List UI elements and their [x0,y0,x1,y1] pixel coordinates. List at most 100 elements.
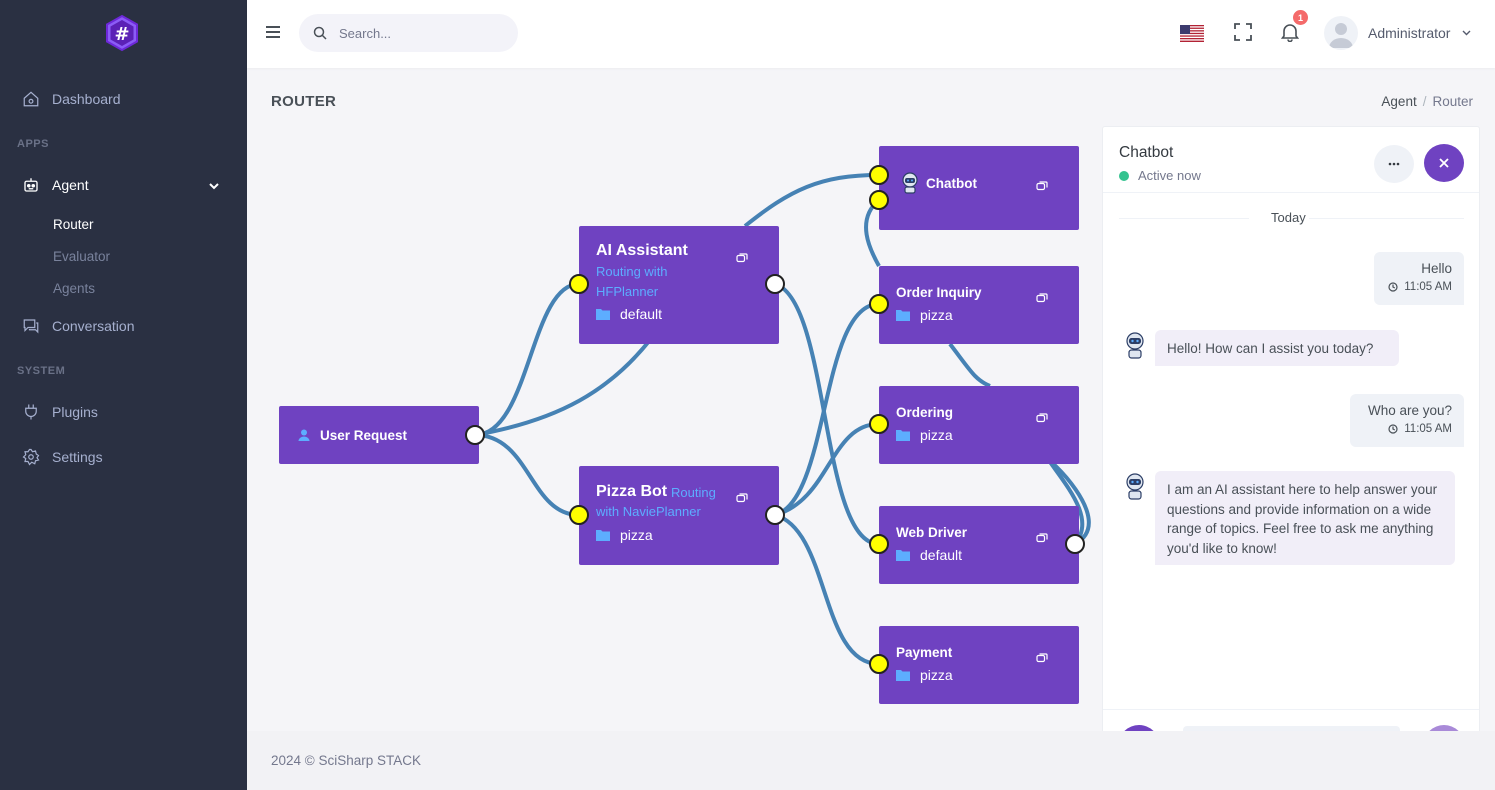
chat-status-text: Active now [1138,168,1201,183]
chat-message-user: Hello 11:05 AM [1374,252,1464,305]
input-port[interactable] [569,274,589,294]
node-tag: pizza [596,527,653,543]
page-title: ROUTER [271,93,337,110]
chat-title: Chatbot [1119,144,1174,161]
flow-node-ai-assistant[interactable]: AI Assistant Routing with HFPlanner defa… [579,226,779,344]
flow-node-order-inquiry[interactable]: Order Inquiry pizza [879,266,1079,344]
breadcrumb-item[interactable]: Agent [1381,94,1417,109]
flow-node-web-driver[interactable]: Web Driver default [879,506,1079,584]
edge-pizza-bot-to-payment [774,513,880,666]
breadcrumb-separator: / [1422,94,1427,109]
sidebar-subitem-router[interactable]: Router [53,217,94,232]
close-icon [1439,158,1449,168]
flow-node-payment[interactable]: Payment pizza [879,626,1079,704]
copy-icon[interactable] [1036,292,1048,304]
node-tag-label: pizza [620,527,653,543]
input-port[interactable] [869,190,889,210]
output-port[interactable] [765,274,785,294]
copy-icon[interactable] [1036,180,1048,192]
sidebar-item-label: Agent [52,177,89,193]
folder-icon [896,670,910,681]
message-text: Who are you? [1367,403,1452,418]
edge-ai-assistant-to-chatbot [743,173,880,228]
user-name[interactable]: Administrator [1368,25,1451,41]
folder-icon [896,310,910,321]
close-chat-button[interactable] [1424,144,1464,182]
node-tag: pizza [896,667,953,683]
sidebar-item-settings[interactable]: Settings [22,448,103,466]
divider [1103,192,1479,193]
fullscreen-icon[interactable] [1234,23,1252,41]
plug-icon [25,404,37,420]
copyright-text: 2024 © SciSharp STACK [271,753,422,768]
input-port[interactable] [569,505,589,525]
app-logo-icon[interactable]: # [103,14,141,52]
node-tag: pizza [896,307,953,323]
input-port[interactable] [869,294,889,314]
divider [1119,218,1249,219]
edge-user-to-pizza-bot [474,433,580,517]
sidebar-item-dashboard[interactable]: Dashboard [22,90,121,108]
divider [1103,709,1479,710]
node-title: AI Assistant [596,242,688,259]
input-port[interactable] [869,414,889,434]
folder-icon [596,530,610,541]
flow-node-chatbot[interactable]: Chatbot [879,146,1079,230]
node-title: Pizza Bot [596,483,668,500]
input-port[interactable] [869,654,889,674]
edge-ai-assistant-to-web-driver [774,282,880,546]
copy-icon[interactable] [1036,652,1048,664]
node-title: Chatbot [926,176,977,191]
sidebar-subitem-agents[interactable]: Agents [53,281,96,296]
output-port[interactable] [1065,534,1085,554]
avatar[interactable] [1324,16,1358,50]
edge-pizza-bot-to-order-inquiry [774,302,880,517]
sidebar-item-label: Plugins [52,404,98,420]
search-box [299,14,518,52]
hamburger-menu-icon[interactable] [265,24,281,40]
folder-icon [896,550,910,561]
message-time: 11:05 AM [1362,423,1452,435]
node-title: Payment [896,645,953,660]
flow-node-ordering[interactable]: Ordering pizza [879,386,1079,464]
sidebar-item-plugins[interactable]: Plugins [22,403,98,421]
footer: 2024 © SciSharp STACK [247,731,1495,790]
node-tag-label: pizza [920,667,953,683]
node-tag-label: default [920,547,963,563]
edge-pizza-bot-to-ordering [774,422,880,517]
sidebar-subitem-evaluator[interactable]: Evaluator [53,249,111,264]
day-separator-label: Today [1271,210,1306,225]
output-port[interactable] [465,425,485,445]
edge-order-inquiry-to-web-driver [948,342,991,388]
input-port[interactable] [869,165,889,185]
sidebar-item-agent[interactable]: Agent [22,176,89,194]
sidebar-item-conversation[interactable]: Conversation [22,317,135,335]
sidebar-item-label: Settings [52,449,103,465]
node-tag: default [596,306,662,322]
chevron-down-icon[interactable] [1462,28,1471,37]
flow-node-user-request[interactable]: User Request [279,406,479,464]
node-subtitle: with NaviePlanner [596,504,701,519]
more-options-button[interactable] [1374,145,1414,183]
folder-icon [596,309,610,320]
flow-node-pizza-bot[interactable]: Pizza Bot Routing with NaviePlanner pizz… [579,466,779,565]
us-flag-icon[interactable] [1180,25,1204,42]
copy-icon[interactable] [1036,412,1048,424]
copy-icon[interactable] [1036,532,1048,544]
bell-icon[interactable] [1280,22,1300,42]
chevron-down-icon[interactable] [208,180,220,192]
node-subtitle: Routing with [596,264,668,279]
notification-badge: 1 [1293,10,1308,25]
copy-icon[interactable] [736,492,748,504]
copy-icon[interactable] [736,252,748,264]
input-port[interactable] [869,534,889,554]
output-port[interactable] [765,505,785,525]
node-title: Web Driver [896,525,968,540]
node-subtitle: Routing [671,485,716,500]
search-input[interactable] [339,23,504,43]
message-time-text: 11:05 AM [1404,281,1452,293]
node-tag: pizza [896,427,953,443]
sidebar-item-label: Conversation [52,318,135,334]
node-tag: default [896,547,962,563]
node-title: Order Inquiry [896,285,982,300]
